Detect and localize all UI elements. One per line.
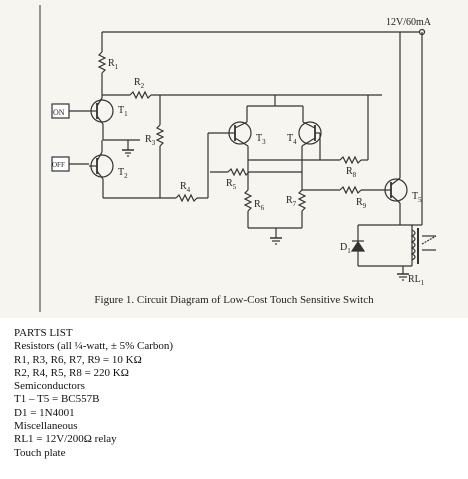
diode-d1 xyxy=(350,240,366,252)
parts-list: PARTS LIST Resistors (all ¼-watt, ± 5% C… xyxy=(14,327,173,460)
parts-list-line: Resistors (all ¼-watt, ± 5% Carbon) xyxy=(14,340,174,353)
label-r3: R3 xyxy=(145,134,156,147)
label-t2: T2 xyxy=(118,167,128,180)
relay-coil xyxy=(410,229,416,261)
transistor-t4 xyxy=(298,121,322,145)
label-r7: R7 xyxy=(286,195,297,208)
parts-list-line: T1 – T5 = BC557B xyxy=(14,393,100,406)
parts-list-line: R2, R4, R5, R8 = 220 KΩ xyxy=(14,366,129,379)
label-t4: T4 xyxy=(287,133,297,146)
parts-list-heading: PARTS LIST xyxy=(14,327,73,339)
resistor-r1 xyxy=(97,51,107,74)
label-r2: R2 xyxy=(134,77,145,90)
label-r5: R5 xyxy=(226,178,237,191)
circuit-diagram: 12V/60mA R1 R2 ON T1 R3 OFF T2 R4 xyxy=(39,5,437,312)
label-t1: T1 xyxy=(118,105,128,118)
transistor-t3 xyxy=(228,121,252,145)
circuit-diagram-figure xyxy=(0,0,468,318)
resistor-r5 xyxy=(227,167,250,177)
parts-list-line: Touch plate xyxy=(14,446,66,459)
label-t3: T3 xyxy=(256,133,266,146)
on-label: ON xyxy=(53,108,65,117)
parts-list-line: R1, R3, R6, R7, R9 = 10 KΩ xyxy=(14,353,142,366)
resistor-r2 xyxy=(129,90,152,100)
resistor-r4 xyxy=(175,193,198,203)
parts-list-line: RL1 = 12V/200Ω relay xyxy=(14,433,117,446)
resistor-r3 xyxy=(155,124,165,147)
label-r9: R9 xyxy=(356,197,367,210)
label-r1: R1 xyxy=(108,58,119,71)
label-r8: R8 xyxy=(346,166,357,179)
resistor-r7 xyxy=(297,189,307,212)
label-r4: R4 xyxy=(180,181,191,194)
transistor-t5 xyxy=(384,178,408,202)
parts-list-line: D1 = 1N4001 xyxy=(14,406,75,419)
parts-list-line: Semiconductors xyxy=(14,380,85,393)
supply-label: 12V/60mA xyxy=(386,17,432,28)
resistor-r9 xyxy=(339,185,362,195)
resistor-r8 xyxy=(339,155,362,165)
off-label: OFF xyxy=(52,161,65,169)
label-t5: T5 xyxy=(412,191,422,204)
label-r6: R6 xyxy=(254,199,265,212)
label-rl1: RL1 xyxy=(408,274,425,287)
resistor-r6 xyxy=(243,189,253,212)
figure-caption: Figure 1. Circuit Diagram of Low-Cost To… xyxy=(94,294,374,306)
label-d1: D1 xyxy=(340,242,351,255)
parts-list-line: Miscellaneous xyxy=(14,420,78,433)
